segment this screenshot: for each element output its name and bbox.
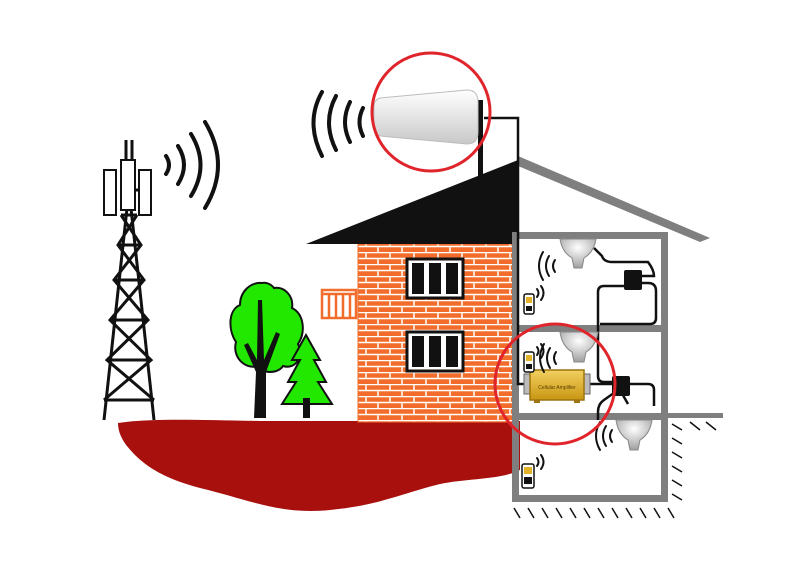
- ceiling-antenna-icon: [615, 419, 653, 451]
- panel-antenna-icon: [373, 89, 479, 145]
- house-roof: [306, 160, 518, 244]
- tree-deciduous-trunk: [244, 300, 280, 418]
- balcony: [320, 288, 358, 320]
- cell-tower-icon: [102, 140, 156, 421]
- house-cutaway-structure: [512, 156, 723, 502]
- mobile-phone-icon: [523, 351, 535, 373]
- booster-label: Cellular Amplifier: [538, 385, 576, 391]
- splitter-upper: [624, 270, 642, 290]
- mobile-phone-icon: [521, 463, 535, 489]
- highlight-ring-outdoor-antenna: [370, 51, 492, 173]
- signal-booster: Cellular Amplifier: [523, 369, 591, 403]
- indoor-antenna-top: [559, 238, 597, 269]
- window-lower: [405, 330, 465, 373]
- radio-waves-icon: [311, 90, 365, 158]
- ceiling-antenna-icon: [559, 331, 599, 363]
- phone-upper: [523, 293, 535, 315]
- cell-tower: [102, 140, 156, 421]
- outdoor-antenna: [373, 89, 483, 176]
- ground: [118, 419, 520, 511]
- indoor-antenna-middle: [559, 331, 599, 363]
- phone-middle: [523, 351, 535, 373]
- phone-basement: [521, 463, 535, 489]
- ceiling-antenna-icon: [559, 238, 597, 269]
- radio-waves-icon: [164, 120, 220, 210]
- highlight-ring-booster: [493, 322, 617, 446]
- indoor-antenna-basement: [615, 419, 653, 451]
- tower-panel-left: [103, 169, 117, 216]
- tree-pine-trunk: [303, 398, 310, 418]
- splitter-lower: [612, 376, 630, 396]
- tower-panel-right: [138, 169, 152, 216]
- tree-icon: [229, 281, 334, 418]
- feeder-cable: [484, 116, 524, 386]
- antenna-mast: [478, 100, 483, 176]
- mobile-phone-icon: [523, 293, 535, 315]
- window-upper: [405, 257, 465, 300]
- foundation-hatching: [513, 421, 717, 519]
- tower-panel-mid: [120, 159, 136, 211]
